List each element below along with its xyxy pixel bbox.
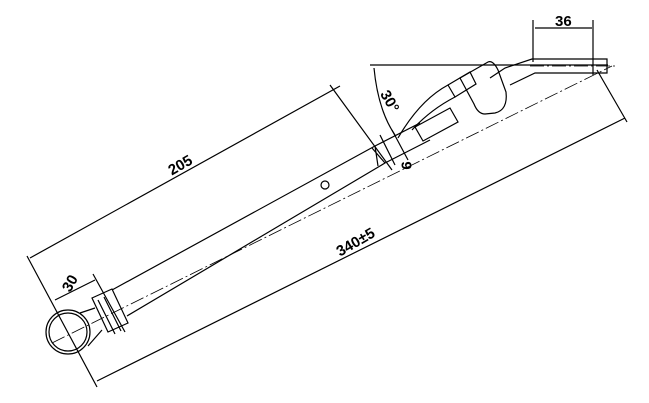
dim-30-lines <box>54 273 126 333</box>
rivet-hole <box>320 180 330 190</box>
loop-neck <box>79 307 103 347</box>
sleeve <box>414 107 459 142</box>
tip-tube <box>489 58 608 86</box>
dim-205-label: 205 <box>165 152 195 179</box>
wiper-arm <box>45 58 615 355</box>
dim-36-lines <box>532 20 594 75</box>
angle-label: 30° <box>376 87 402 115</box>
ferrule <box>91 288 129 335</box>
centerline <box>51 65 613 344</box>
dim-340-lines <box>96 69 628 382</box>
mounting-loop <box>45 309 91 355</box>
dim-9-label: 9 <box>398 161 415 169</box>
hinge <box>371 145 386 167</box>
dim-36-label: 36 <box>555 13 572 30</box>
clip-collar <box>447 71 477 98</box>
dimensions: 205 340±5 30 36 30° 9 <box>26 13 628 388</box>
dim-9-lines <box>379 129 409 166</box>
dim-340-label: 340±5 <box>334 225 379 261</box>
arm-body <box>111 145 386 317</box>
dim-205-line <box>29 85 341 259</box>
dim-205-extensions <box>26 84 393 388</box>
mounting-loop-inner <box>48 312 88 352</box>
dim-30-label: 30 <box>59 272 82 295</box>
pivot-cap <box>459 61 507 115</box>
